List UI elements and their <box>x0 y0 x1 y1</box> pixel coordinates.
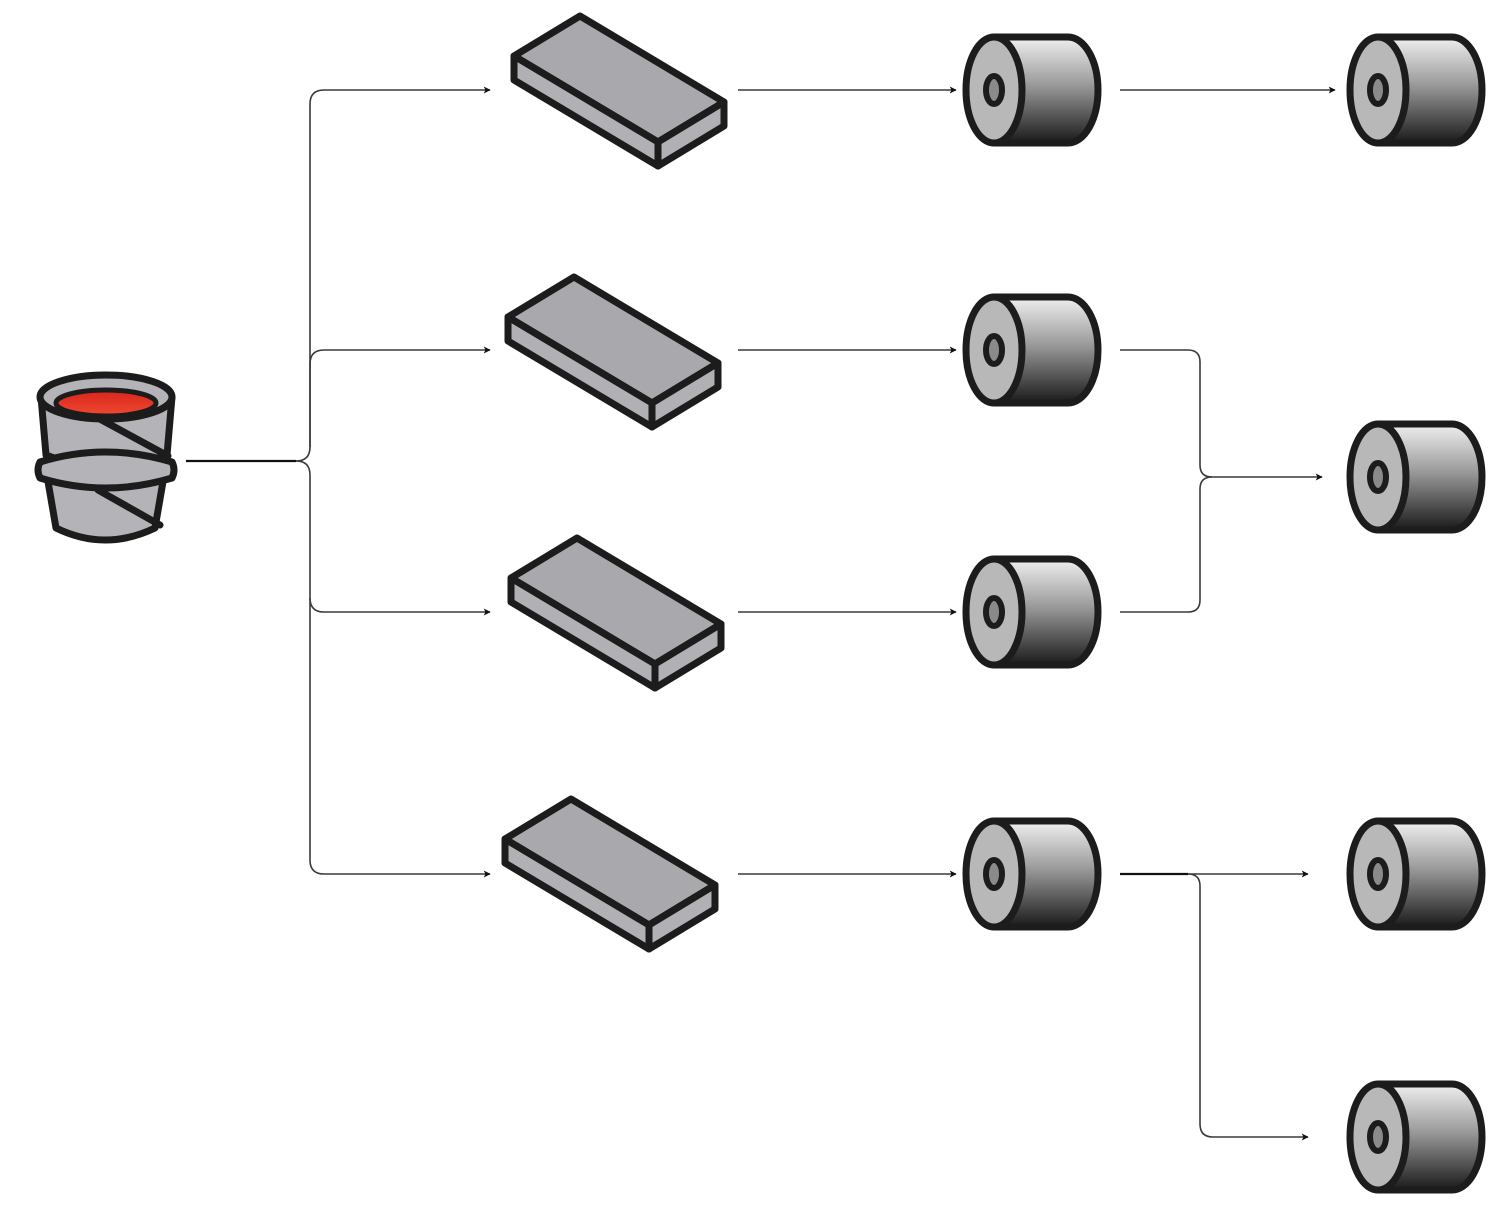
node-out-1[interactable] <box>1350 37 1482 143</box>
node-out-3[interactable] <box>1350 821 1482 927</box>
paint-liquid <box>53 387 159 419</box>
cylinder-icon <box>966 297 1098 403</box>
connector-roll-4-to-out-4[interactable] <box>1187 873 1309 1141</box>
node-out-4[interactable] <box>1350 1084 1482 1190</box>
slab-icon <box>505 799 715 949</box>
node-out-2[interactable] <box>1350 424 1482 530</box>
cylinder-icon <box>1350 821 1482 927</box>
node-roll-4[interactable] <box>966 821 1098 927</box>
node-roll-3[interactable] <box>966 559 1098 665</box>
node-roll-1[interactable] <box>966 37 1098 143</box>
connector-source-to-slab-4[interactable] <box>309 598 491 878</box>
node-slab-3[interactable] <box>511 538 721 688</box>
node-roll-2[interactable] <box>966 297 1098 403</box>
node-source-bucket[interactable] <box>34 371 178 544</box>
cylinder-icon <box>1350 424 1482 530</box>
node-slab-1[interactable] <box>514 16 724 166</box>
cylinder-icon <box>1350 37 1482 143</box>
node-slab-2[interactable] <box>508 277 718 427</box>
connectors <box>186 86 1336 1141</box>
slab-icon <box>508 277 718 427</box>
connector-source-to-slab-1[interactable] <box>295 86 491 462</box>
bucket-icon <box>34 371 178 544</box>
cylinder-icon <box>1350 1084 1482 1190</box>
cylinder-icon <box>966 559 1098 665</box>
slab-icon <box>514 16 724 166</box>
cylinder-icon <box>966 37 1098 143</box>
node-slab-4[interactable] <box>505 799 715 949</box>
connector-source-to-slab-3[interactable] <box>295 460 491 616</box>
connector-source-to-slab-2[interactable] <box>309 346 491 447</box>
connector-roll-2-to-out-2[interactable] <box>1120 349 1213 478</box>
cylinder-icon <box>966 821 1098 927</box>
slab-icon <box>511 538 721 688</box>
connector-roll-3-to-out-2[interactable] <box>1120 476 1213 613</box>
